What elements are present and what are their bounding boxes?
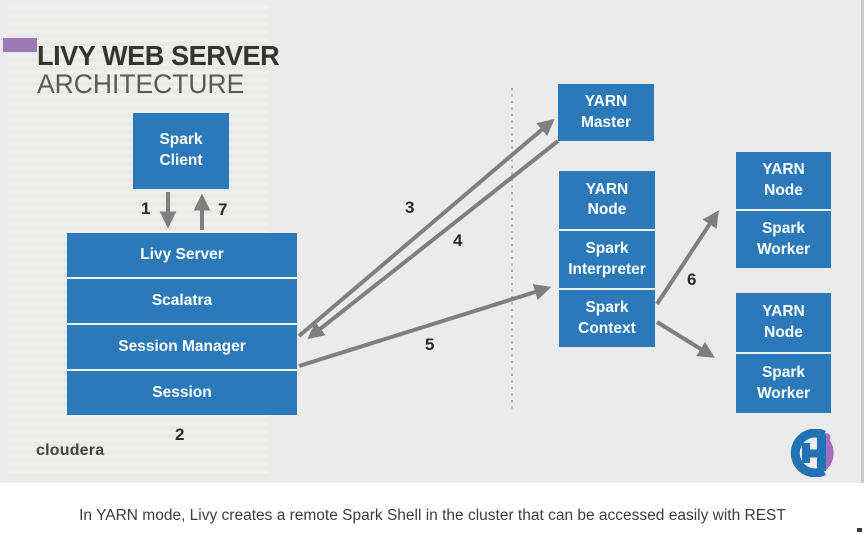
stack-worker-top: YARN Node Spark Worker	[736, 152, 831, 268]
cloudera-logo: cloudera	[36, 442, 105, 459]
step-label-3: 3	[405, 198, 415, 217]
arrow-6-context-to-worker-bottom	[655, 320, 715, 358]
box-yarn-node-top: YARN Node	[736, 152, 831, 209]
box-spark-client: Spark Client	[133, 113, 229, 189]
step-label-4: 4	[453, 231, 463, 250]
arrow-6-context-to-worker-top	[655, 210, 719, 306]
slide-title: LIVY WEB SERVER ARCHITECTURE	[37, 42, 287, 98]
stack-livy-server: Livy Server Scalatra Session Manager Ses…	[67, 233, 297, 415]
stack-worker-bottom: YARN Node Spark Worker	[736, 293, 831, 413]
box-spark-context: Spark Context	[559, 288, 655, 347]
box-spark-interpreter: Spark Interpreter	[559, 229, 655, 288]
box-session-manager: Session Manager	[67, 323, 297, 369]
box-yarn-node-bottom: YARN Node	[736, 293, 831, 352]
box-scalatra: Scalatra	[67, 277, 297, 323]
step-label-2: 2	[175, 425, 185, 444]
step-label-7: 7	[218, 200, 228, 219]
step-label-6: 6	[687, 270, 697, 289]
title-line2: ARCHITECTURE	[37, 69, 245, 99]
title-line1: LIVY WEB SERVER	[37, 40, 280, 71]
arrow-3-livy-to-yarn-master	[297, 118, 555, 338]
presentation-slide: LIVY WEB SERVER ARCHITECTURE Spark Clien…	[0, 0, 862, 483]
box-spark-worker-bottom: Spark Worker	[736, 352, 831, 413]
step-label-1: 1	[141, 199, 151, 218]
box-yarn-master: YARN Master	[558, 84, 654, 141]
box-yarn-node-mid: YARN Node	[559, 171, 655, 229]
box-livy-server: Livy Server	[67, 233, 297, 277]
arrow-4-yarn-master-to-livy	[307, 139, 560, 340]
slide-right-edge	[861, 0, 864, 483]
h-circle-logo-icon	[790, 429, 834, 477]
step-label-5: 5	[425, 335, 435, 354]
box-session: Session	[67, 369, 297, 415]
stack-yarn-node-interpreter: YARN Node Spark Interpreter Spark Contex…	[559, 171, 655, 347]
box-spark-worker-top: Spark Worker	[736, 209, 831, 268]
corner-artifact	[857, 528, 862, 532]
caption-text: In YARN mode, Livy creates a remote Spar…	[79, 507, 786, 524]
arrow-5-session-to-spark-context	[298, 284, 552, 368]
purple-accent-bar	[3, 38, 37, 52]
